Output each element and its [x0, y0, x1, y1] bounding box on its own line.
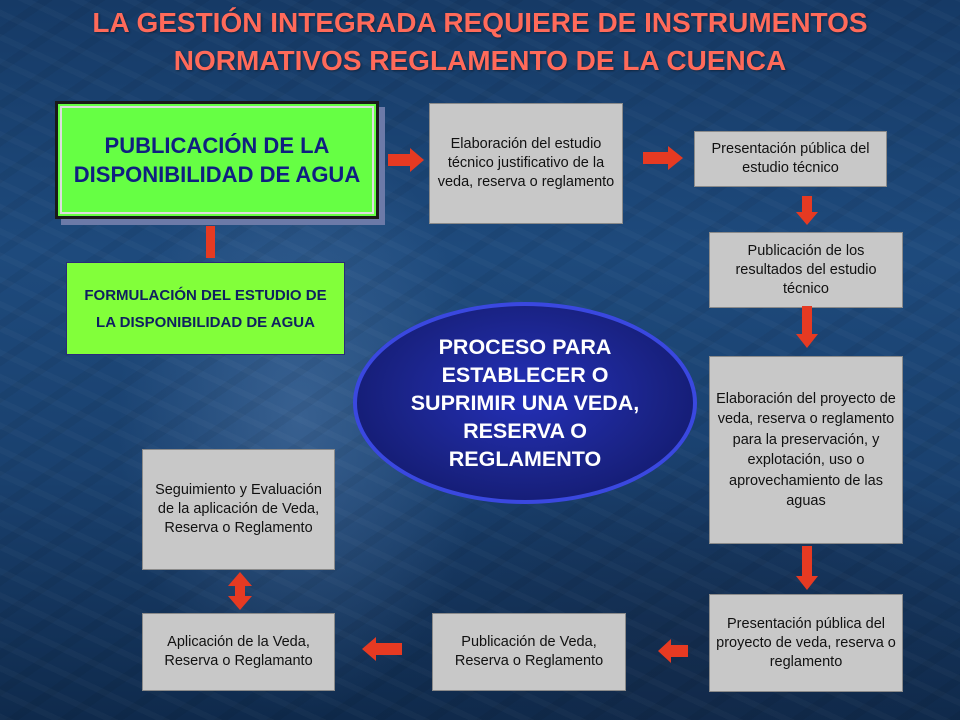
arrow-double	[228, 572, 252, 610]
arrow-left-2	[362, 637, 402, 661]
formulacion-estudio-box: FORMULACIÓN DEL ESTUDIO DE LA DISPONIBIL…	[66, 262, 345, 355]
publicacion-disponibilidad-box: PUBLICACIÓN DE LA DISPONIBILIDAD DE AGUA	[55, 101, 379, 219]
elaboracion-estudio-box: Elaboración del estudio técnico justific…	[429, 103, 623, 224]
publicacion-veda-box: Publicación de Veda, Reserva o Reglament…	[432, 613, 626, 691]
proceso-center-ellipse: PROCESO PARA ESTABLECER O SUPRIMIR UNA V…	[353, 302, 697, 504]
arrow-down-1	[796, 196, 818, 225]
seguimiento-box: Seguimiento y Evaluación de la aplicació…	[142, 449, 335, 570]
title-line-2: NORMATIVOS REGLAMENTO DE LA CUENCA	[173, 45, 787, 76]
page-title: LA GESTIÓN INTEGRADA REQUIERE DE INSTRUM…	[0, 4, 960, 80]
arrow-down-3	[796, 546, 818, 590]
aplicacion-box: Aplicación de la Veda, Reserva o Reglama…	[142, 613, 335, 691]
presentacion-estudio-box: Presentación pública del estudio técnico	[694, 131, 887, 187]
presentacion-proyecto-box: Presentación pública del proyecto de ved…	[709, 594, 903, 692]
arrow-right-1	[388, 148, 424, 172]
vertical-connector	[206, 226, 215, 258]
arrow-right-2	[643, 146, 683, 170]
arrow-left-1	[658, 639, 688, 663]
elaboracion-proyecto-box: Elaboración del proyecto de veda, reserv…	[709, 356, 903, 544]
publicacion-resultados-box: Publicación de los resultados del estudi…	[709, 232, 903, 308]
arrow-down-2	[796, 306, 818, 348]
title-line-1: LA GESTIÓN INTEGRADA REQUIERE DE INSTRUM…	[92, 7, 868, 38]
